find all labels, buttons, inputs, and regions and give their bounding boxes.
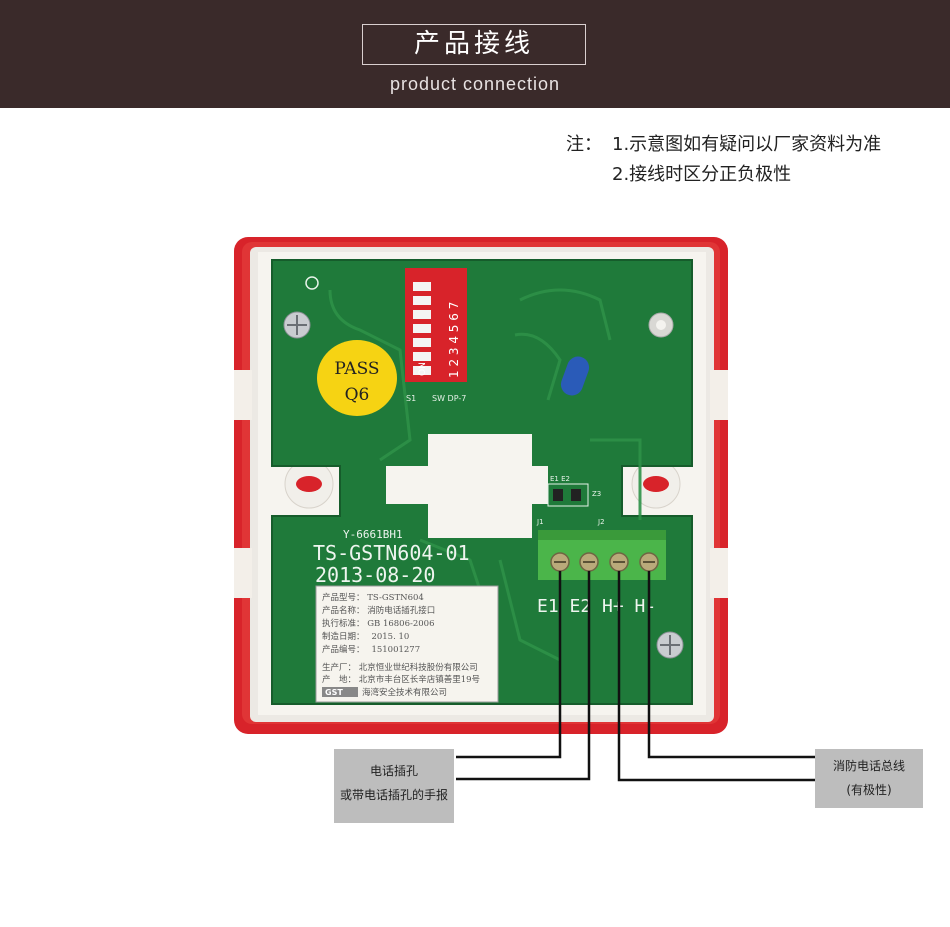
sticker-row-2: 产品名称： 消防电话插孔接口 bbox=[322, 605, 435, 616]
sticker-row-3: 执行标准： GB 16806-2006 bbox=[322, 618, 435, 629]
pass-code: Q6 bbox=[345, 385, 370, 405]
terminal-labels: E1 E2 H+ H- bbox=[537, 596, 656, 617]
note-line-1: 1.示意图如有疑问以厂家资料为准 bbox=[612, 134, 882, 155]
page-subtitle: product connection bbox=[389, 74, 561, 94]
page-title: 产品接线 bbox=[362, 24, 586, 65]
dip-type: SW DP-7 bbox=[432, 394, 466, 403]
j1-mark: J1 bbox=[536, 518, 544, 526]
sticker-row-8: 海湾安全技术有限公司 bbox=[362, 687, 447, 698]
gst-logo-text: GST bbox=[325, 688, 343, 697]
dip-numbers: 1 2 3 4 5 6 7 bbox=[447, 302, 461, 378]
j2-mark: J2 bbox=[597, 518, 605, 526]
z3-mark: Z3 bbox=[592, 490, 601, 498]
sticker-row-5: 产品编号： 151001277 bbox=[322, 644, 420, 655]
notes-label: 注： bbox=[566, 134, 602, 155]
header-banner: 产品接线 product connection bbox=[0, 0, 950, 108]
product-sticker bbox=[315, 585, 499, 703]
label-phone-jack: 电话插孔 或带电话插孔的手报 bbox=[334, 749, 454, 823]
board-date: 2013-08-20 bbox=[315, 563, 435, 587]
pass-text: PASS bbox=[334, 359, 379, 379]
sticker-row-1: 产品型号： TS-GSTN604 bbox=[322, 592, 424, 603]
sticker-row-7: 产 地： 北京市丰台区长辛店镇善里19号 bbox=[322, 674, 480, 685]
label-bus-line1: 消防电话总线 bbox=[832, 759, 905, 773]
e1e2-mark: E1 E2 bbox=[550, 475, 570, 483]
capacitor bbox=[560, 356, 590, 396]
label-phone-jack-line1: 电话插孔 bbox=[369, 764, 418, 778]
board-code: Y-6661BH1 bbox=[343, 528, 403, 541]
board-cutout bbox=[386, 434, 548, 538]
label-fire-phone-bus: 消防电话总线 (有极性) bbox=[815, 749, 923, 808]
gst-logo bbox=[322, 687, 358, 697]
pass-sticker bbox=[317, 340, 397, 416]
label-phone-jack-line2: 或带电话插孔的手报 bbox=[339, 788, 448, 802]
sticker-row-4: 制造日期： 2015. 10 bbox=[322, 631, 409, 642]
sticker-row-6: 生产厂： 北京恒业世纪科技股份有限公司 bbox=[322, 662, 478, 673]
dip-name: S1 bbox=[406, 394, 416, 403]
screw-icon bbox=[283, 311, 311, 339]
board-model: TS-GSTN604-01 bbox=[313, 541, 470, 565]
dip-on-label: ON bbox=[418, 362, 428, 376]
note-line-2: 2.接线时区分正负极性 bbox=[612, 164, 792, 185]
label-bus-line2: (有极性) bbox=[846, 783, 892, 797]
connection-wires bbox=[456, 571, 815, 782]
